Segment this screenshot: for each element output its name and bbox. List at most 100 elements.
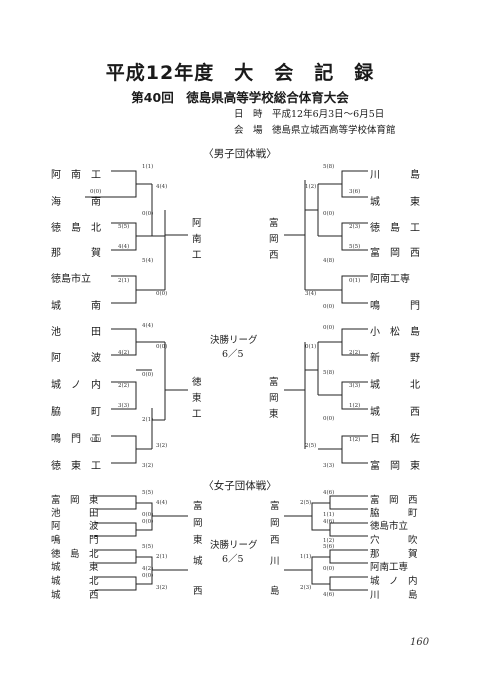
men-score: 5(5)	[118, 224, 130, 230]
women-score: 4(6)	[323, 490, 335, 496]
men-score: 0(0)	[323, 416, 335, 422]
men-score: 0(0)	[142, 211, 154, 217]
women-score: 1(1)	[300, 554, 312, 560]
men-left-team: 海 南	[51, 197, 101, 208]
women-score: 5(6)	[323, 544, 335, 550]
women-left-team: 富 岡 東	[51, 495, 99, 506]
men-score: 3(4)	[305, 291, 317, 297]
men-finalist-left-bottom: 徳東工	[192, 377, 202, 420]
men-score: 2(1)	[142, 417, 154, 423]
men-score: 2(2)	[118, 383, 130, 389]
men-right-team: 城 東	[370, 197, 420, 208]
men-right-team: 日 和 佐	[370, 434, 420, 445]
men-score: 0(1)	[349, 278, 361, 284]
men-left-team: 脇 町	[51, 407, 101, 418]
men-score: 2(3)	[349, 224, 361, 230]
women-right-team: 富 岡 西	[370, 495, 418, 506]
men-score: 0(0)	[142, 372, 154, 378]
women-score: 2(5)	[300, 500, 312, 506]
men-score: 4(4)	[156, 184, 168, 190]
men-left-team: 城 南	[51, 301, 101, 312]
men-right-team: 富 岡 東	[370, 461, 420, 472]
men-score: 0(0)	[323, 304, 335, 310]
men-score: 2(5)	[305, 443, 317, 449]
men-right-team: 阿南工専	[370, 274, 410, 285]
men-left-team: 徳 島 北	[51, 223, 101, 234]
women-right-team: 城 ノ 内	[370, 576, 418, 587]
men-score: 0(1)	[305, 344, 317, 350]
women-mid-right-char: 川	[270, 556, 280, 567]
men-score: 1(2)	[349, 437, 361, 443]
men-score: 0(0)	[323, 325, 335, 331]
women-left-team: 城 西	[51, 590, 99, 601]
men-score: 2(2)	[349, 350, 361, 356]
men-finalist-right-top: 富岡西	[269, 218, 279, 261]
women-right-team: 阿南工専	[370, 562, 409, 573]
men-score: 0(0)	[156, 344, 168, 350]
women-score: 4(4)	[156, 500, 168, 506]
women-left-team: 城 北	[51, 576, 99, 587]
men-left-team: 阿 波	[51, 353, 101, 364]
men-score: 0(0)	[323, 211, 335, 217]
women-mid-left-char: 岡	[193, 518, 203, 529]
men-score: 5(5)	[349, 244, 361, 250]
women-score: 0(0)	[142, 573, 154, 579]
men-score: 4(4)	[118, 244, 130, 250]
men-left-team: 阿 南 工	[51, 170, 101, 181]
men-score: 3(2)	[142, 463, 154, 469]
men-score: 1(2)	[349, 403, 361, 409]
women-left-team: 城 東	[51, 562, 99, 573]
women-mid-left-char: 富	[193, 501, 203, 512]
women-mid-left-char: 東	[193, 535, 203, 546]
men-right-team: 鳴 門	[370, 301, 420, 312]
men-final-league-label: 決勝リーグ	[210, 335, 258, 346]
women-right-team: 穴 吹	[370, 535, 418, 546]
women-right-team: 脇 町	[370, 508, 418, 519]
women-right-team: 那 賀	[370, 549, 418, 560]
men-right-team: 徳 島 工	[370, 223, 420, 234]
women-score: 5(5)	[142, 544, 154, 550]
men-right-team: 川 島	[370, 170, 420, 181]
women-score: 3(2)	[156, 585, 168, 591]
men-right-team: 城 西	[370, 407, 420, 418]
men-finalist-left-top: 阿南工	[192, 218, 202, 261]
women-score: 4(2)	[142, 566, 154, 572]
date-value: 平成12年6月3日〜6月5日	[272, 109, 385, 120]
men-right-team: 小 松 島	[370, 327, 420, 338]
men-score: 0(0)	[90, 437, 102, 443]
venue-value: 徳島県立城西高等学校体育館	[272, 125, 396, 136]
men-score: 4(4)	[142, 323, 154, 329]
women-left-team: 鳴 門	[51, 535, 99, 546]
page-number: 160	[410, 637, 430, 648]
women-right-team: 川 島	[370, 590, 418, 601]
women-mid-right-char: 富	[270, 501, 280, 512]
men-score: 4(2)	[118, 350, 130, 356]
women-mid-right-char: 島	[270, 586, 280, 597]
women-score: 0(0)	[323, 566, 335, 572]
women-left-team: 阿 波	[51, 521, 99, 532]
men-right-team: 新 野	[370, 353, 420, 364]
women-score: 4(6)	[323, 519, 335, 525]
men-left-team: 鳴 門 工	[51, 434, 101, 445]
women-score: 0(0)	[142, 519, 154, 525]
women-score: 4(6)	[323, 592, 335, 598]
men-score: 5(8)	[323, 164, 335, 170]
men-left-team: 徳 東 工	[51, 461, 101, 472]
women-score: 2(3)	[300, 585, 312, 591]
men-right-team: 富 岡 西	[370, 248, 420, 259]
women-mid-right-char: 西	[270, 535, 280, 546]
men-left-team: 城 ノ 内	[51, 380, 101, 391]
women-right-team: 徳島市立	[370, 521, 409, 532]
men-score: 3(3)	[118, 403, 130, 409]
women-left-team: 徳 島 北	[51, 549, 99, 560]
women-score: 2(1)	[156, 554, 168, 560]
men-score: 1(1)	[142, 164, 154, 170]
men-section-title: 〈男子団体戦〉	[203, 148, 277, 160]
men-score: 2(1)	[118, 278, 130, 284]
men-score: 4(8)	[323, 258, 335, 264]
women-section-title: 〈女子団体戦〉	[203, 480, 277, 492]
men-score: 3(3)	[323, 463, 335, 469]
men-score: 3(3)	[349, 383, 361, 389]
women-mid-left-char: 西	[193, 586, 203, 597]
tournament-subtitle: 第40回 徳島県高等学校総合体育大会	[131, 90, 349, 105]
